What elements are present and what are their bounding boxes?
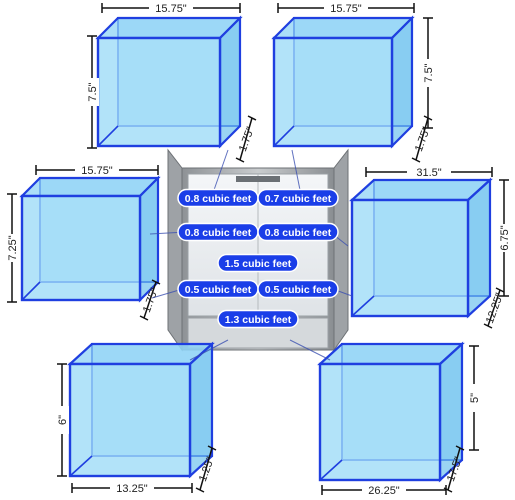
depth-dimension-tick (483, 323, 493, 329)
height-label-bg (55, 406, 69, 434)
width-label-bg (362, 483, 406, 496)
capacity-badge-label: 1.5 cubic feet (225, 258, 292, 270)
box-hidden-edge (97, 125, 119, 147)
width-label-bg (110, 481, 154, 494)
depth-dimension-tick (247, 115, 257, 121)
capacity-badge-pill (257, 279, 339, 299)
capacity-badge-label: 0.5 cubic feet (265, 284, 332, 296)
capacity-badge-pill (217, 309, 299, 329)
box-front-face (96, 36, 222, 148)
capacity-badge: 0.5 cubic feet (177, 279, 259, 299)
capacity-badge-label: 1.3 cubic feet (225, 314, 292, 326)
height-label-bg (5, 234, 19, 262)
depth-label: 1.75" (413, 125, 433, 153)
dimension-box-bottom-left: 13.25"6"1.25" (55, 341, 217, 495)
capacity-badge-pill (217, 253, 299, 273)
capacity-badge-pill (257, 188, 339, 208)
width-label: 26.25" (368, 485, 400, 497)
width-label: 15.75" (330, 3, 362, 15)
leader-line (189, 339, 229, 361)
box-top-face (19, 176, 161, 198)
box-side-face (390, 15, 414, 149)
box-top-face (271, 16, 415, 40)
capacity-badge: 0.8 cubic feet (177, 188, 259, 208)
depth-dimension-line (199, 447, 213, 491)
capacity-badge: 1.3 cubic feet (217, 309, 299, 329)
capacity-badge-label: 0.8 cubic feet (265, 227, 332, 239)
height-label: 7.5" (423, 63, 435, 82)
box-top-face (317, 342, 465, 366)
width-label: 15.75" (81, 165, 113, 177)
height-label: 5" (469, 393, 481, 403)
box-hidden-edge (319, 459, 343, 481)
depth-dimension-tick (411, 157, 421, 163)
depth-dimension-line (239, 117, 253, 161)
capacity-badge: 0.5 cubic feet (257, 279, 339, 299)
box-hidden-edge (21, 281, 41, 301)
depth-dimension-tick (495, 287, 505, 293)
box-top-face (95, 16, 243, 40)
capacity-badge-label: 0.7 cubic feet (265, 193, 332, 205)
width-label-bg (149, 1, 193, 14)
depth-dimension-tick (443, 487, 453, 493)
height-label-bg (497, 224, 511, 252)
height-label-bg (85, 78, 99, 106)
width-label: 13.25" (116, 483, 148, 495)
box-top-face (349, 178, 493, 202)
dimension-box-top-right: 15.75" 7.5" 1.75" (271, 1, 435, 163)
capacity-badge: 0.7 cubic feet (257, 188, 339, 208)
box-top-face (67, 342, 215, 366)
height-label: 6.75" (499, 225, 511, 250)
height-label: 7.25" (7, 235, 19, 260)
height-label-bg (421, 59, 435, 87)
box-hidden-edge (273, 125, 295, 147)
width-label-bg (407, 165, 451, 178)
width-label-bg (324, 1, 368, 14)
box-front-face (272, 36, 394, 148)
capacity-badge-pill (257, 222, 339, 242)
depth-dimension-tick (455, 445, 465, 451)
dimension-box-mid-left: 15.75"7.25"1.75" (5, 163, 161, 321)
dimension-box-bottom-right: 26.25"5"17.5" (317, 341, 481, 497)
leader-line (213, 149, 229, 191)
depth-dimension-tick (139, 315, 149, 321)
capacity-badge-label: 0.5 cubic feet (185, 284, 252, 296)
depth-dimension-tick (423, 115, 433, 121)
box-side-face (188, 341, 214, 479)
depth-dimension-line (143, 281, 157, 319)
depth-label: 1.75" (237, 125, 257, 153)
capacity-badge-label: 0.8 cubic feet (185, 193, 252, 205)
height-label: 6" (57, 415, 69, 425)
box-side-face (466, 177, 492, 319)
depth-dimension-tick (151, 279, 161, 285)
width-label: 15.75" (155, 3, 187, 15)
box-front-face (20, 194, 142, 302)
dimension-box-top-left: 15.75" 7.5" 1.75" (85, 1, 257, 163)
depth-dimension-tick (195, 487, 205, 493)
width-label: 31.5" (416, 167, 441, 179)
depth-dimension-tick (207, 445, 217, 451)
box-hidden-edge (69, 455, 93, 477)
box-hidden-edge (351, 295, 375, 317)
capacity-badge: 0.8 cubic feet (177, 222, 259, 242)
width-label-bg (75, 163, 119, 176)
box-front-face (318, 362, 442, 482)
leader-line (289, 339, 331, 361)
depth-dimension-line (447, 447, 461, 491)
capacity-badge-label: 0.8 cubic feet (185, 227, 252, 239)
box-side-face (218, 15, 242, 149)
height-label: 7.5" (87, 82, 99, 101)
capacity-badge: 0.8 cubic feet (257, 222, 339, 242)
leader-line (291, 149, 301, 191)
depth-dimension-tick (235, 157, 245, 163)
depth-dimension-line (415, 117, 429, 161)
height-label-bg (467, 384, 481, 412)
capacity-badge: 1.5 cubic feet (217, 253, 299, 273)
dimension-box-mid-right: 31.5"6.75"12.25" (349, 165, 511, 329)
box-front-face (350, 198, 470, 318)
depth-dimension-line (487, 289, 501, 327)
